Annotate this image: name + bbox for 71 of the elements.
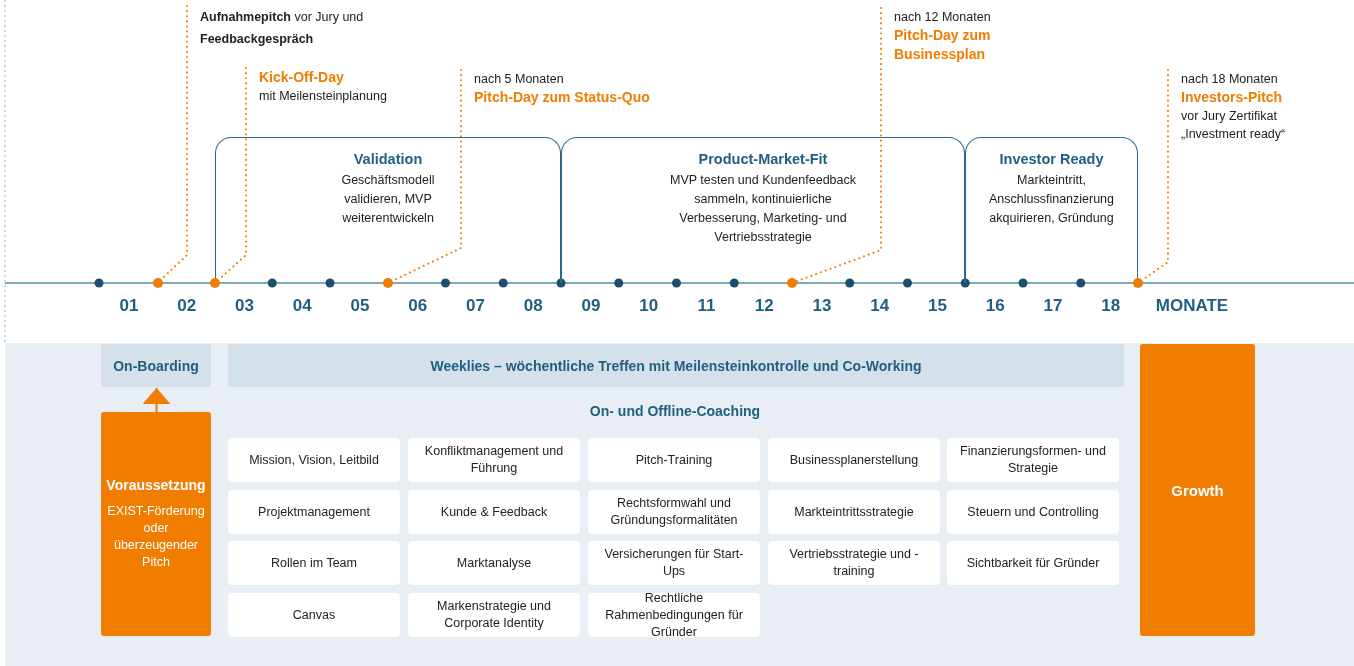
requirement-title: Voraussetzung	[106, 477, 206, 493]
month-label: 01	[119, 296, 139, 316]
coaching-topic: Finanzierungsformen- und Strategie	[947, 438, 1119, 482]
coaching-topic: Konfliktmanagement und Führung	[408, 438, 580, 482]
coaching-topic: Rollen im Team	[228, 541, 400, 585]
milestone-dot	[1133, 278, 1143, 288]
phase-description: MVP testen und Kundenfeedback sammeln, kontinuierliche Verbesserung, Marketing- und Vertriebsstrategie	[669, 172, 857, 246]
leader-line	[160, 5, 188, 281]
coaching-topic: Mission, Vision, Leitbild	[228, 438, 400, 482]
coaching-topic: Marktanalyse	[408, 541, 580, 585]
month-label: 07	[466, 296, 485, 316]
coaching-topic: Projektmanagement	[228, 490, 400, 534]
coaching-topic: Markenstrategie und Corporate Identity	[408, 593, 580, 637]
leader-line	[795, 7, 882, 283]
program-bar: Weeklies – wöchentliche Treffen mit Meilensteinkontrolle und Co-Working	[228, 344, 1124, 387]
phase-bracket	[561, 137, 965, 283]
month-label: 08	[523, 296, 543, 316]
milestone-title: Pitch-Day zum Businessplan	[894, 26, 992, 64]
milestone-note: mit Meilensteinplanung	[259, 88, 388, 105]
month-label: 18	[1101, 296, 1121, 316]
coaching-topic: Rechtliche Rahmenbedingungen für Gründer	[588, 593, 760, 637]
month-label: 16	[985, 296, 1005, 316]
month-label: 02	[177, 296, 197, 316]
pointer-arrow	[142, 387, 171, 413]
phase-title: Validation	[352, 151, 424, 167]
milestone-note: Aufnahmepitch vor Jury und Feedbackgespräch	[200, 9, 365, 48]
month-label: 04	[292, 296, 312, 316]
section-heading: On- und Offline-Coaching	[588, 403, 762, 419]
milestone-note: vor Jury Zertifikat „Investment ready“	[1181, 108, 1287, 143]
milestone-note: nach 5 Monaten	[474, 71, 565, 88]
coaching-topic: Sichtbarkeit für Gründer	[947, 541, 1119, 585]
phase-title: Product-Market-Fit	[697, 151, 829, 167]
coaching-topic: Businessplanerstellung	[768, 438, 940, 482]
month-label: 15	[928, 296, 947, 316]
milestone-dot	[152, 278, 163, 288]
month-label: 10	[639, 296, 659, 316]
month-label: 05	[350, 296, 370, 316]
axis-title: MONATE	[1155, 296, 1229, 316]
coaching-topic: Rechtsformwahl und Gründungsformalitäten	[588, 490, 760, 534]
growth-panel: Growth	[1140, 344, 1255, 636]
month-label: 13	[812, 296, 832, 316]
month-label: 12	[754, 296, 774, 316]
phase-bracket	[215, 137, 561, 283]
milestone-title: Investors-Pitch	[1181, 88, 1284, 107]
coaching-topic: Steuern und Controlling	[947, 490, 1119, 534]
coaching-topic: Canvas	[228, 593, 400, 637]
milestone-dot	[210, 278, 220, 288]
month-label: 17	[1043, 296, 1063, 316]
coaching-topic: Kunde & Feedback	[408, 490, 580, 534]
coaching-topic: Versicherungen für Start-Ups	[588, 541, 760, 585]
milestone-note: nach 12 Monaten	[894, 9, 992, 26]
month-label: 06	[408, 296, 428, 316]
phase-title: Investor Ready	[998, 151, 1105, 167]
month-label: 03	[235, 296, 254, 316]
phase-description: Geschäftsmodell validieren, MVP weiterentwickeln	[340, 172, 436, 227]
program-bar: On-Boarding	[101, 344, 211, 387]
requirement-panel	[101, 412, 211, 636]
phase-bracket	[965, 137, 1138, 283]
month-label: 09	[581, 296, 601, 316]
coaching-topic: Pitch-Training	[588, 438, 760, 482]
coaching-topic: Vertriebsstrategie und -training	[768, 541, 940, 585]
milestone-title: Pitch-Day zum Status-Quo	[474, 88, 651, 107]
milestone-dot	[383, 278, 393, 288]
milestone-dot	[787, 278, 797, 288]
milestone-title: Kick-Off-Day	[259, 68, 345, 87]
milestone-note: nach 18 Monaten	[1181, 71, 1279, 88]
requirement-text: EXIST-Förderung oder überzeugender Pitch	[106, 503, 206, 571]
coaching-topic: Markteintrittsstrategie	[768, 490, 940, 534]
month-label: 11	[697, 296, 716, 316]
month-label: 14	[870, 296, 890, 316]
phase-description: Markteintritt, Anschlussfinanzierung akquirieren, Gründung	[987, 172, 1116, 227]
